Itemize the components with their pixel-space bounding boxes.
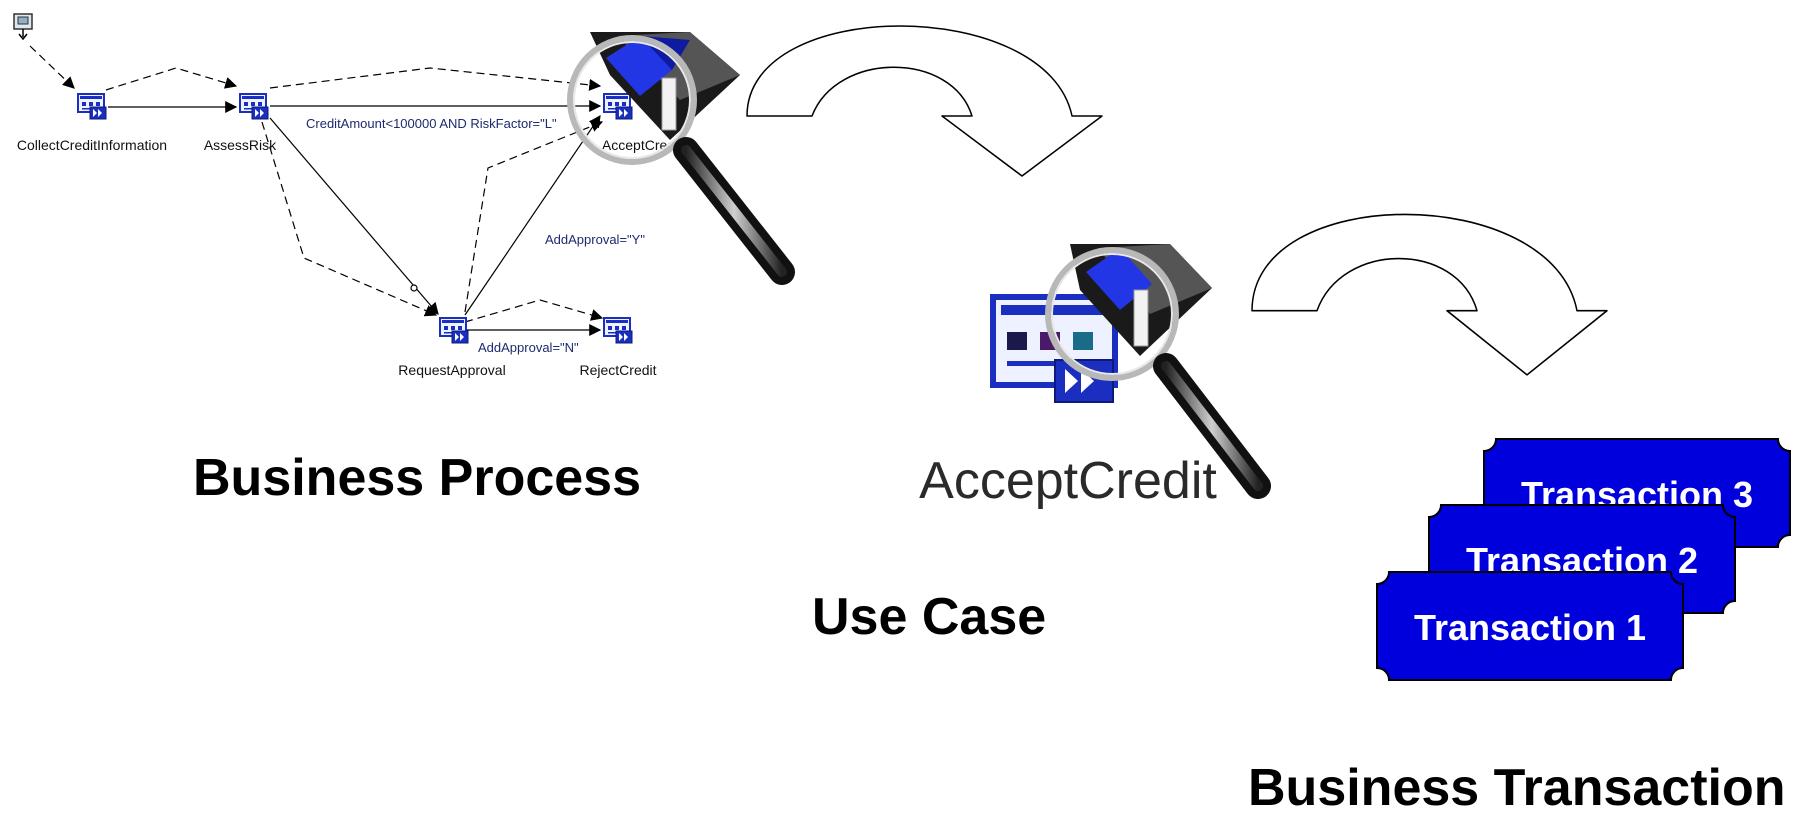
process-edges: [29, 45, 604, 336]
caption-business-transaction: Business Transaction: [1248, 759, 1786, 817]
edge-label-accept-condition: CreditAmount<100000 AND RiskFactor="L": [306, 116, 557, 131]
activity-node-collect: CollectCreditInformation: [17, 93, 167, 153]
activity-node-request: RequestApproval: [398, 317, 506, 378]
node-label-assess: AssessRisk: [204, 137, 277, 153]
node-label-reject: RejectCredit: [579, 362, 656, 378]
activity-icon: [439, 317, 469, 344]
caption-use-case: Use Case: [812, 588, 1047, 646]
activity-node-assess: AssessRisk: [204, 93, 277, 153]
transaction-stack: Transaction 3 Transaction 2 Transaction …: [1376, 438, 1791, 681]
node-label-request: RequestApproval: [398, 362, 505, 378]
curved-arrow-2: [1251, 213, 1608, 376]
edge-label-approval-no: AddApproval="N": [478, 340, 579, 355]
caption-business-process: Business Process: [193, 449, 642, 507]
activity-icon: [990, 294, 1118, 403]
transaction-label-1: Transaction 1: [1414, 607, 1646, 648]
node-label-collect: CollectCreditInformation: [17, 137, 167, 153]
edge-label-approval-yes: AddApproval="Y": [545, 232, 645, 247]
activity-node-reject: RejectCredit: [579, 317, 657, 378]
activity-icon: [603, 93, 633, 120]
use-case-label: AcceptCredit: [919, 452, 1217, 510]
magnifier-icon: [567, 32, 795, 285]
transaction-card-1: Transaction 1: [1376, 571, 1684, 681]
start-node-icon: [13, 13, 33, 41]
activity-icon: [603, 317, 633, 344]
magnifier-icon: [1045, 244, 1271, 499]
activity-icon: [77, 93, 107, 120]
activity-icon: [239, 93, 269, 120]
curved-arrow-1: [746, 25, 1103, 177]
